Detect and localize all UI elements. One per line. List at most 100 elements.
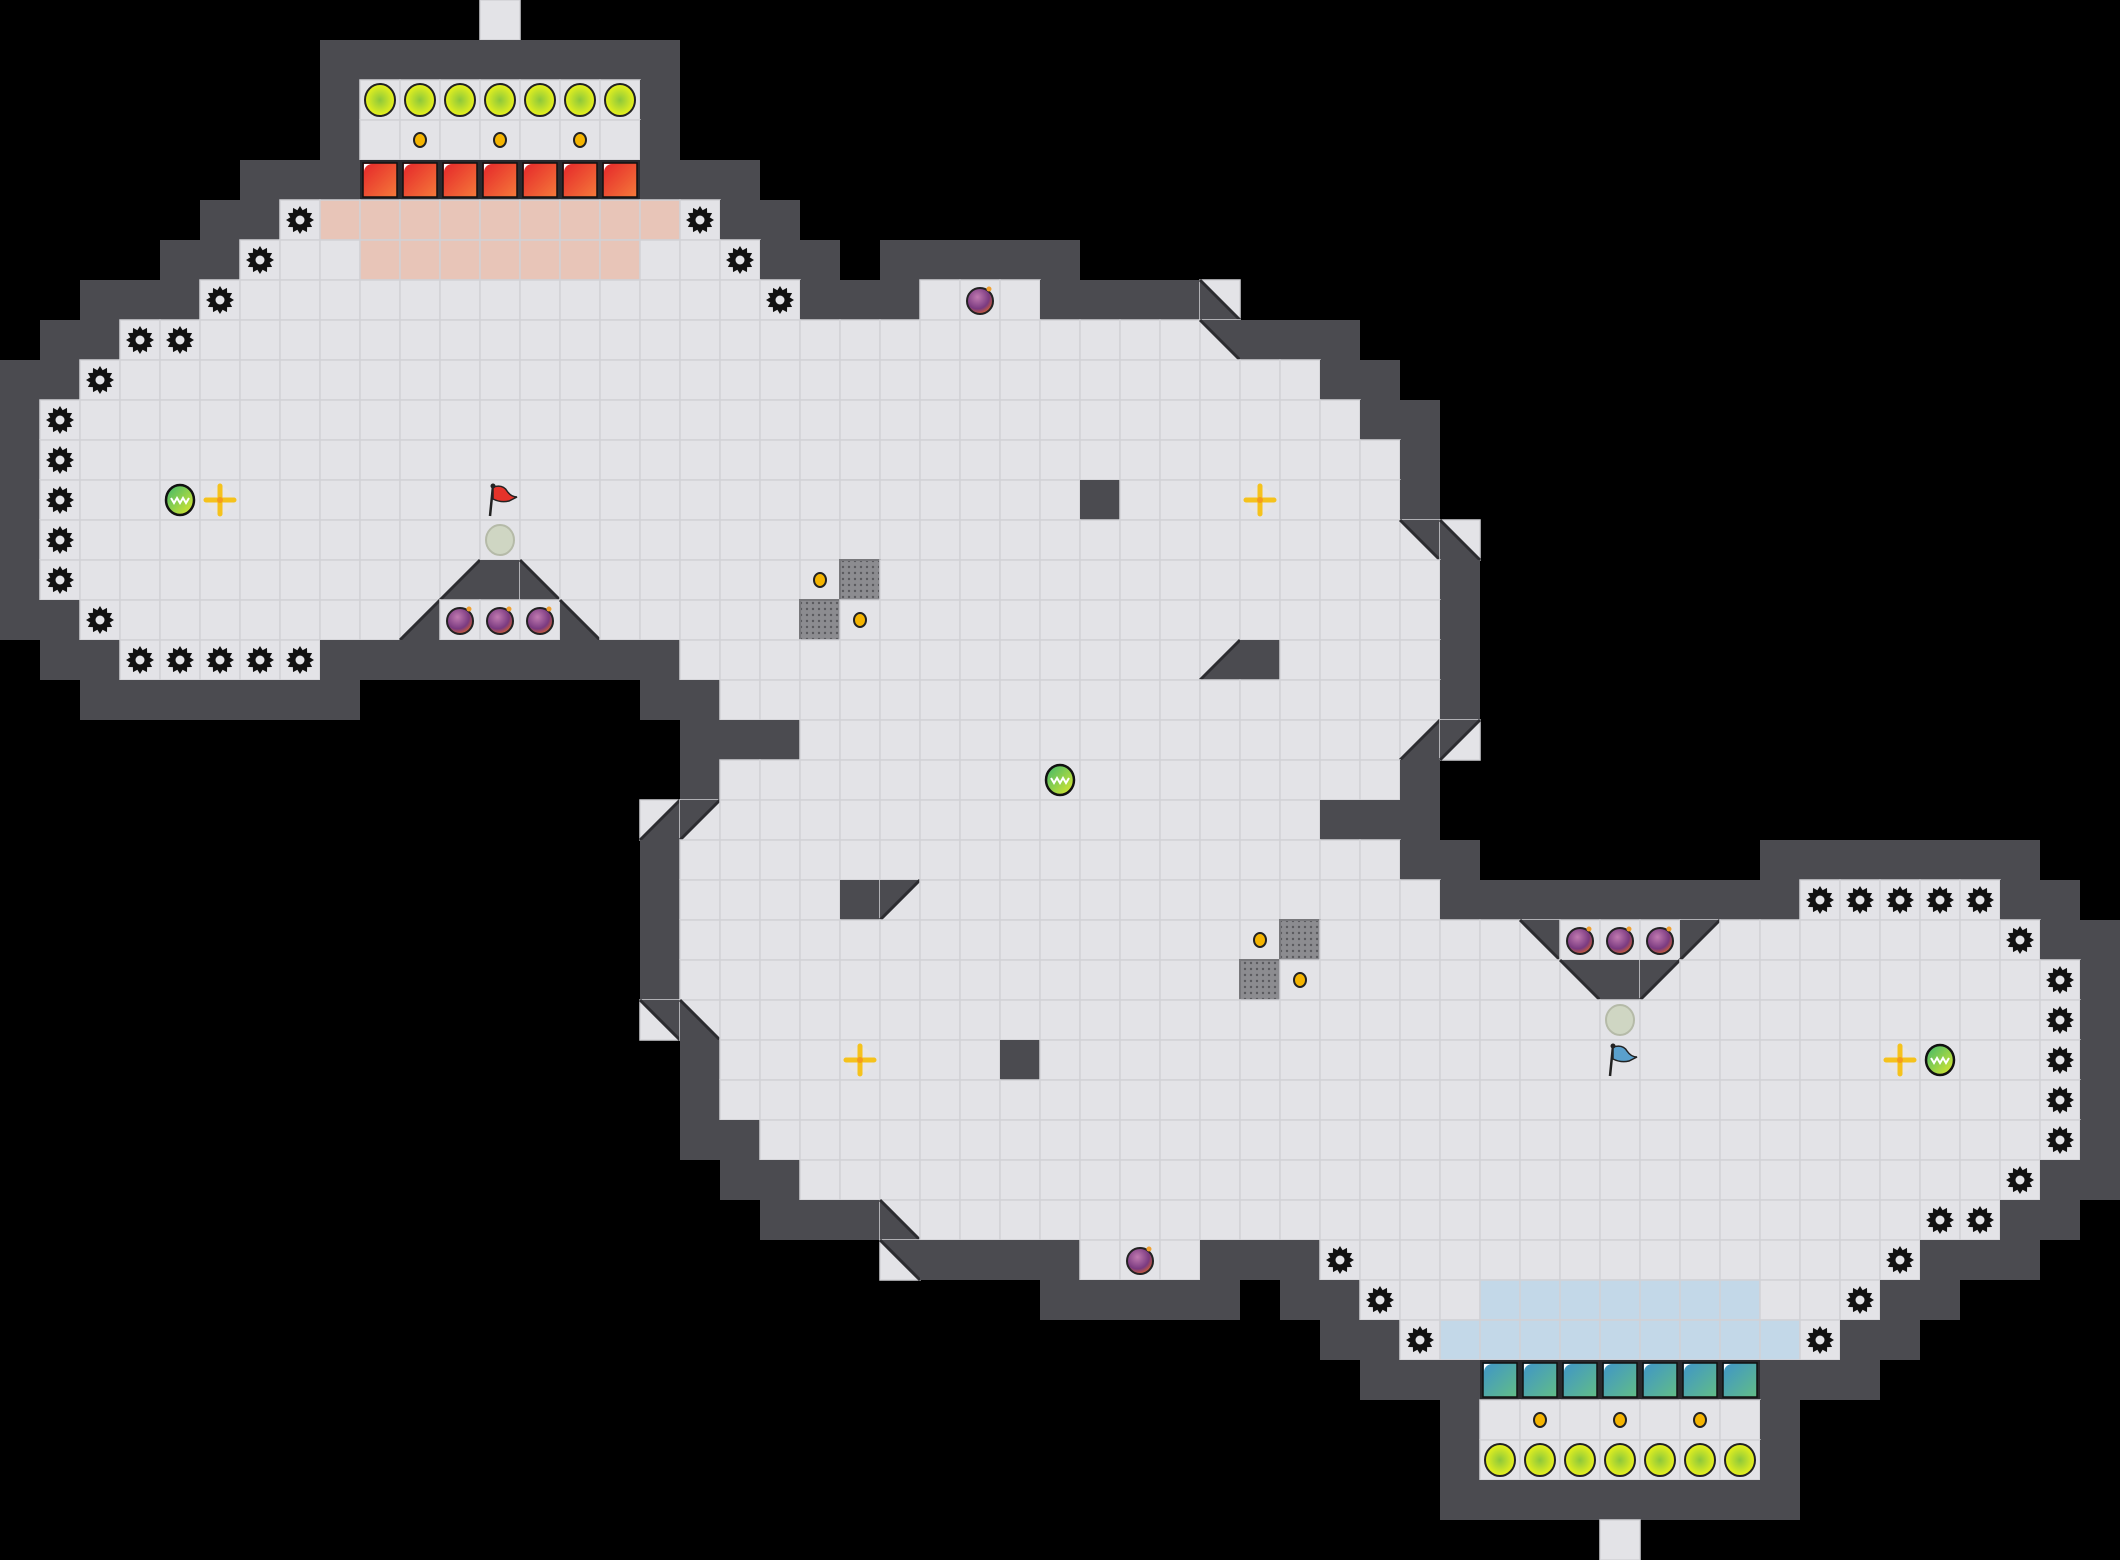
floor-tile <box>1159 439 1201 481</box>
floor-tile <box>279 239 321 281</box>
floor-tile <box>679 239 721 281</box>
floor-tile <box>359 519 401 561</box>
blue-endzone-tile <box>1679 1319 1721 1361</box>
floor-tile <box>1039 359 1081 401</box>
floor-tile <box>399 279 441 321</box>
floor-tile <box>679 919 721 961</box>
floor-tile <box>1199 479 1241 521</box>
floor-tile <box>119 359 161 401</box>
floor-tile <box>599 559 641 601</box>
floor-tile <box>639 559 681 601</box>
floor-tile <box>1319 439 1361 481</box>
floor-tile <box>79 559 121 601</box>
floor-tile <box>759 759 801 801</box>
floor-tile <box>1919 1119 1961 1161</box>
floor-tile <box>799 359 841 401</box>
floor-tile <box>1159 599 1201 641</box>
floor-tile <box>1079 519 1121 561</box>
floor-tile <box>1319 1079 1361 1121</box>
wall-tile <box>640 120 680 160</box>
floor-tile <box>999 959 1041 1001</box>
floor-tile <box>519 359 561 401</box>
red-endzone-tile <box>479 199 521 241</box>
floor-tile <box>239 319 281 361</box>
floor-tile <box>919 999 961 1041</box>
floor-tile <box>1439 1039 1481 1081</box>
floor-tile <box>959 959 1001 1001</box>
floor-tile <box>879 1159 921 1201</box>
floor-tile <box>1359 679 1401 721</box>
floor-tile <box>1039 439 1081 481</box>
wall-tile <box>0 440 40 480</box>
floor-tile <box>1759 959 1801 1001</box>
floor-tile <box>839 759 881 801</box>
blue-block <box>1560 1360 1600 1400</box>
floor-tile <box>1319 999 1361 1041</box>
floor-tile <box>839 719 881 761</box>
floor-tile <box>1799 1279 1841 1321</box>
wall-tile <box>1040 240 1080 280</box>
floor-tile <box>799 999 841 1041</box>
floor-tile <box>959 639 1001 681</box>
floor-tile <box>1119 319 1161 361</box>
blue-block <box>1720 1360 1760 1400</box>
floor-tile <box>1519 1199 1561 1241</box>
floor-tile <box>959 759 1001 801</box>
boost-icon <box>839 1039 881 1081</box>
floor-tile <box>1239 1039 1281 1081</box>
floor-tile <box>1319 839 1361 881</box>
wall-tile <box>1080 480 1120 520</box>
floor-tile <box>759 519 801 561</box>
floor-tile <box>719 679 761 721</box>
floor-tile <box>1159 919 1201 961</box>
bomb-icon <box>479 599 521 641</box>
floor-tile <box>679 639 721 681</box>
floor-tile <box>1839 1159 1881 1201</box>
wall-diagonal-tile <box>1198 638 1242 682</box>
floor-tile <box>959 439 1001 481</box>
floor-tile <box>1119 839 1161 881</box>
wall-tile <box>560 40 600 80</box>
wall-tile <box>40 600 80 640</box>
red-flag-icon <box>479 479 521 521</box>
spike-icon <box>159 639 201 681</box>
floor-tile <box>559 559 601 601</box>
floor-tile <box>159 599 201 641</box>
floor-tile <box>1719 1239 1761 1281</box>
floor-tile <box>799 399 841 441</box>
floor-tile <box>1119 1119 1161 1161</box>
floor-tile <box>399 399 441 441</box>
floor-tile <box>1279 439 1321 481</box>
floor-tile <box>1359 559 1401 601</box>
wall-tile <box>1400 440 1440 480</box>
wall-tile <box>240 160 280 200</box>
wall-tile <box>720 1120 760 1160</box>
floor-tile <box>1439 1159 1481 1201</box>
floor-tile <box>1359 519 1401 561</box>
floor-tile <box>1359 599 1401 641</box>
floor-tile <box>1119 359 1161 401</box>
floor-tile <box>1199 439 1241 481</box>
floor-tile <box>159 399 201 441</box>
floor-tile <box>959 799 1001 841</box>
floor-tile <box>879 839 921 881</box>
floor-tile <box>1039 479 1081 521</box>
yellow-pad-icon <box>1479 1439 1521 1481</box>
pellet-icon <box>799 559 841 601</box>
wall-tile <box>320 160 360 200</box>
floor-tile <box>1519 1039 1561 1081</box>
floor-tile <box>1359 839 1401 881</box>
wall-tile <box>40 360 80 400</box>
floor-tile <box>759 1039 801 1081</box>
wall-tile <box>1000 1040 1040 1080</box>
floor-tile <box>1999 999 2041 1041</box>
floor-tile <box>599 119 641 161</box>
floor-tile <box>239 479 281 521</box>
floor-tile <box>959 599 1001 641</box>
floor-tile <box>279 359 321 401</box>
bomb-icon <box>1599 919 1641 961</box>
floor-tile <box>1279 719 1321 761</box>
floor-tile <box>1799 1119 1841 1161</box>
floor-tile <box>1559 1199 1601 1241</box>
wall-tile <box>0 600 40 640</box>
